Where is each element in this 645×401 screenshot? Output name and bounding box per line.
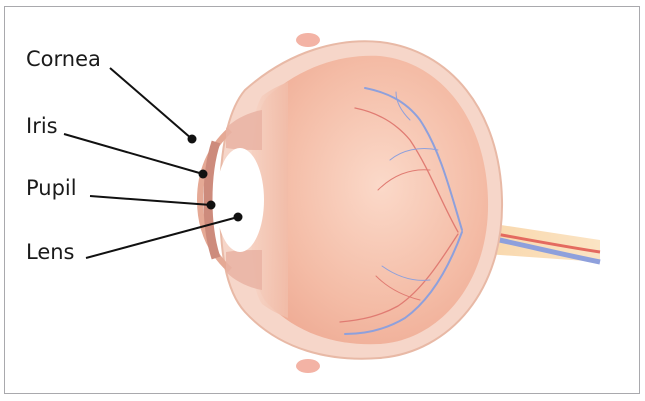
cornea-label: Cornea: [26, 49, 101, 70]
iris-dot: [199, 170, 208, 179]
pupil-label: Pupil: [26, 178, 77, 199]
pupil-leader: [90, 196, 211, 205]
iris-leader: [64, 134, 203, 174]
inferior-muscle-stub: [296, 359, 320, 373]
pupil-dot: [207, 201, 216, 210]
cornea-leader: [110, 68, 192, 139]
superior-muscle-stub: [296, 33, 320, 47]
lens: [216, 148, 264, 252]
iris-label: Iris: [26, 116, 58, 137]
lens-label: Lens: [26, 242, 75, 263]
lens-dot: [234, 213, 243, 222]
iris: [208, 142, 216, 258]
cornea-dot: [188, 135, 197, 144]
